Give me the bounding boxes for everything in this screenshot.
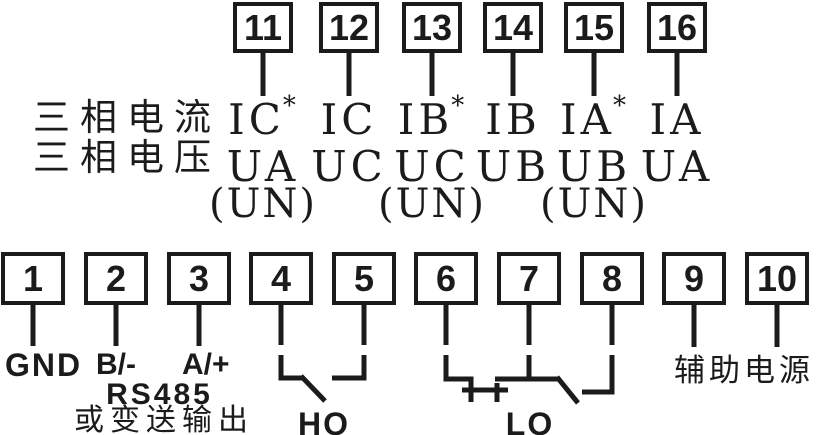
current-label-16: IA [649, 95, 705, 144]
terminal-box-5: 5 [332, 252, 396, 305]
row-label-voltage: 三相电压 [33, 136, 221, 179]
neutral-label-13: (UN) [378, 181, 486, 227]
terminal-box-4: 4 [249, 252, 313, 305]
relay-contact-lo [443, 355, 615, 405]
lo-label: LO [505, 406, 555, 435]
voltage-label-15: UB [556, 142, 632, 191]
b-minus-label: B/- [96, 348, 136, 381]
voltage-label-13: UC [394, 142, 470, 191]
ho-label: HO [298, 406, 350, 435]
aux-power-label: 辅助电源 [674, 353, 814, 389]
terminal-box-8: 8 [580, 252, 644, 305]
terminal-box-1: 1 [1, 252, 65, 305]
gnd-label: GND [5, 347, 83, 383]
terminal-box-6: 6 [414, 252, 478, 305]
current-label-11: IC* [228, 91, 296, 144]
voltage-label-11: UA [226, 142, 300, 191]
terminal-box-10: 10 [745, 252, 809, 305]
current-label-12: IC [320, 95, 378, 144]
current-label-13: IB* [397, 91, 465, 144]
terminal-box-7: 7 [497, 252, 561, 305]
terminal-box-14: 14 [483, 2, 543, 53]
transmit-output-label: 或变送输出 [74, 403, 254, 435]
a-plus-label: A/+ [182, 348, 230, 381]
current-label-14: IB [485, 95, 541, 144]
terminal-box-12: 12 [319, 2, 379, 53]
voltage-label-14: UB [475, 142, 551, 191]
row-label-current: 三相电流 [33, 96, 221, 139]
neutral-label-15: (UN) [540, 181, 648, 227]
terminal-box-13: 13 [402, 2, 462, 53]
terminal-box-11: 11 [233, 2, 293, 53]
rs485-label: RS485 [106, 378, 213, 411]
voltage-label-16: UA [640, 142, 714, 191]
terminal-box-9: 9 [662, 252, 726, 305]
terminal-box-15: 15 [564, 2, 624, 53]
terminal-box-2: 2 [84, 252, 148, 305]
current-label-15: IA* [560, 91, 626, 144]
relay-contact-ho [278, 355, 367, 403]
terminal-box-3: 3 [167, 252, 231, 305]
voltage-label-12: UC [311, 142, 387, 191]
terminal-box-16: 16 [647, 2, 707, 53]
neutral-label-11: (UN) [209, 181, 317, 227]
